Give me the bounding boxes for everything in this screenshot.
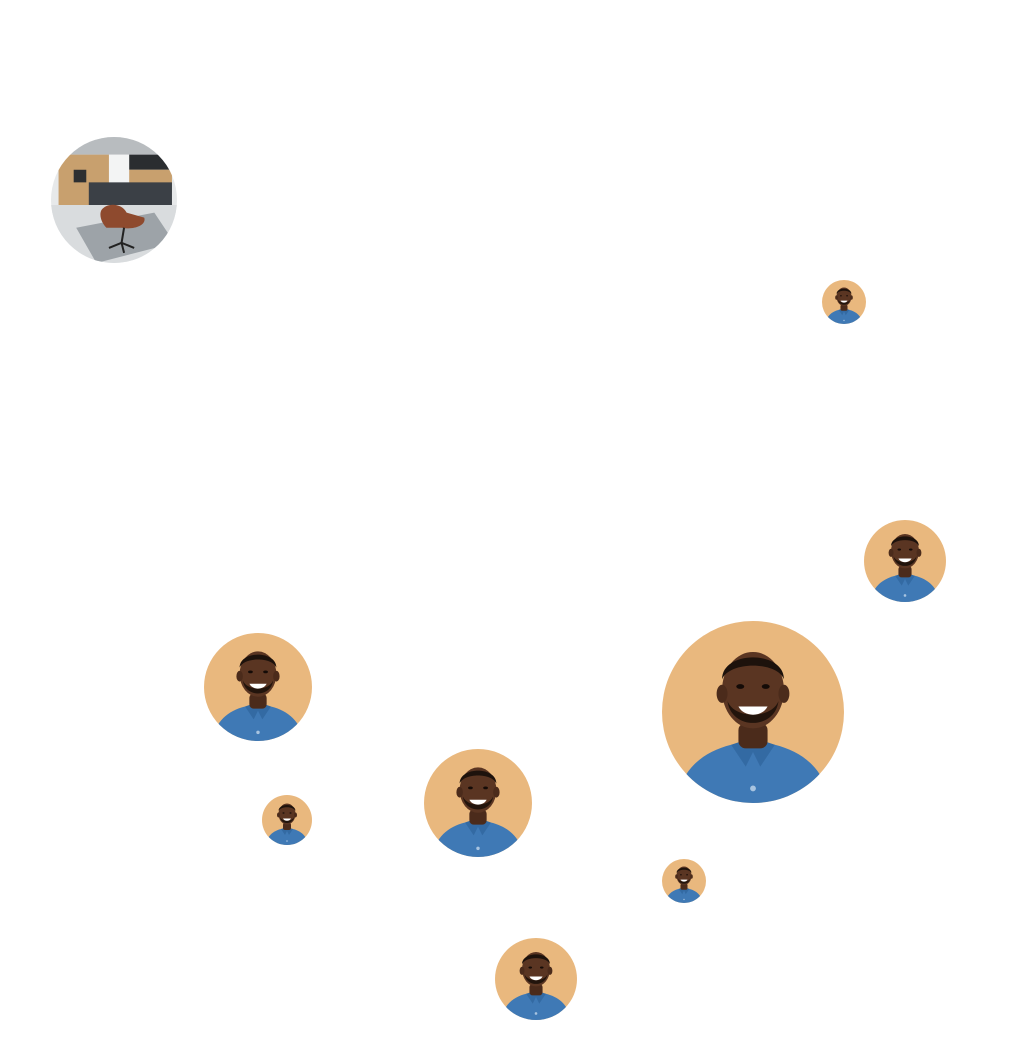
interior-photo-bubble[interactable] (51, 137, 177, 263)
person-avatar-icon (662, 859, 706, 903)
living-room-photo-icon (51, 137, 177, 263)
person-avatar-icon (495, 938, 577, 1020)
avatar[interactable] (822, 280, 866, 324)
person-avatar-icon (204, 633, 312, 741)
person-avatar-icon (424, 749, 532, 857)
avatar[interactable] (424, 749, 532, 857)
avatar[interactable] (662, 859, 706, 903)
avatar[interactable] (662, 621, 844, 803)
avatar[interactable] (262, 795, 312, 845)
person-avatar-icon (864, 520, 946, 602)
avatar[interactable] (204, 633, 312, 741)
person-avatar-icon (822, 280, 866, 324)
avatar[interactable] (495, 938, 577, 1020)
person-avatar-icon (662, 621, 844, 803)
person-avatar-icon (262, 795, 312, 845)
avatar[interactable] (864, 520, 946, 602)
